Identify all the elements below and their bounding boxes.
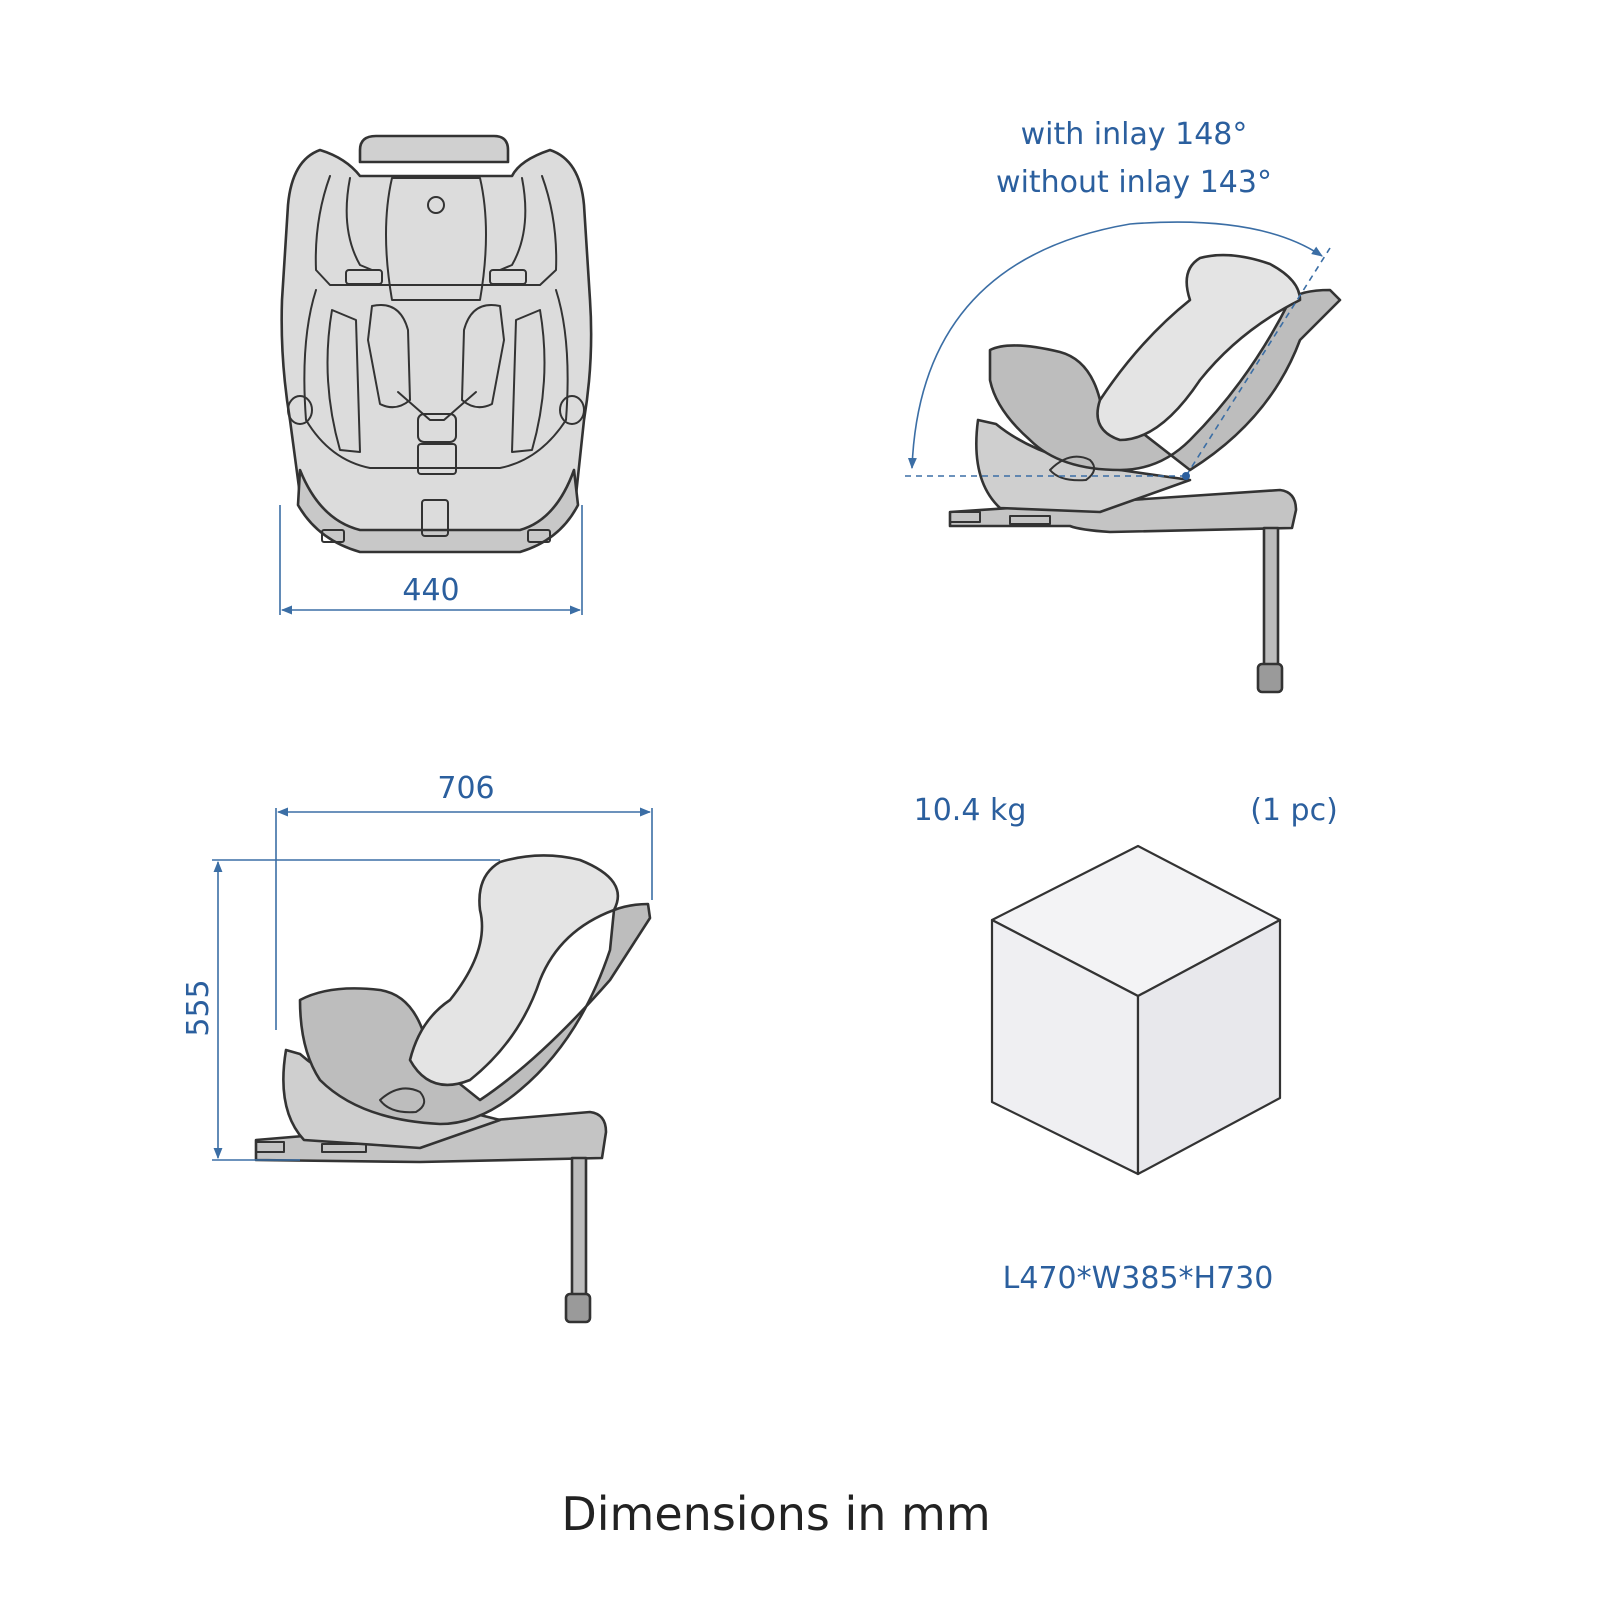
package-quantity: (1 pc) (1250, 793, 1338, 828)
caption: Dimensions in mm (561, 1487, 990, 1541)
height-dimension: 555 (181, 859, 500, 1161)
front-view-seat-illustration (280, 134, 593, 554)
recline-angle-dimension: with inlay 148° without inlay 143° (905, 117, 1331, 480)
recline-with-inlay: with inlay 148° (1021, 117, 1248, 152)
width-dimension: 440 (279, 505, 583, 615)
length-dimension: 706 (275, 771, 653, 1030)
package-size: L470*W385*H730 (1003, 1261, 1274, 1296)
package-box (990, 844, 1282, 1176)
length-label: 706 (437, 771, 494, 806)
width-label: 440 (402, 573, 459, 608)
height-label: 555 (181, 979, 216, 1036)
recline-view-seat-illustration (948, 253, 1342, 694)
package-weight: 10.4 kg (914, 793, 1027, 828)
pivot-dot (1182, 472, 1190, 480)
side-view-seat-illustration (254, 854, 652, 1324)
recline-without-inlay: without inlay 143° (996, 165, 1272, 200)
